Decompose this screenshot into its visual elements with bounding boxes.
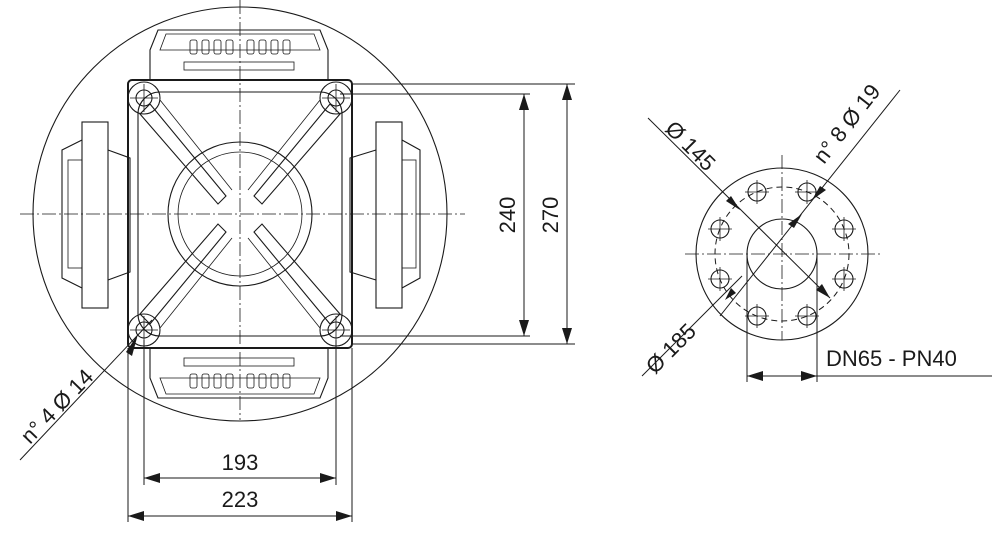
dim-label-223: 223 — [222, 487, 259, 512]
vertical-dimensions: 240 270 — [340, 83, 575, 345]
left-port — [61, 121, 131, 309]
dim-label-193: 193 — [222, 450, 259, 475]
corner-bolt-holes — [127, 81, 353, 347]
flange-bolt-holes — [708, 180, 856, 328]
leader-holes — [719, 89, 901, 317]
dim-label-270: 270 — [538, 197, 563, 234]
flange-standard-label: DN65 - PN40 — [826, 346, 957, 371]
leader-145 — [647, 117, 831, 299]
flange-diameter-label: Ø 185 — [641, 318, 701, 378]
central-circle — [167, 141, 313, 287]
diagonal-ribs — [139, 99, 341, 329]
hole-callout-label: n° 4 Ø 14 — [16, 364, 99, 448]
base-plate-inner — [137, 91, 343, 337]
bottom-grille — [149, 347, 329, 399]
central-inner-circle — [177, 151, 303, 277]
bolt-circle — [714, 186, 850, 322]
pump-top-view: 240 270 193 223 n° 4 Ø 14 — [16, 0, 575, 522]
base-plate — [127, 79, 353, 349]
flange-view: Ø 145 n° 8 Ø 19 Ø 185 DN65 - PN40 — [641, 79, 992, 382]
right-port — [349, 121, 421, 309]
dim-label-240: 240 — [495, 197, 520, 234]
bolt-circle-label: Ø 145 — [660, 116, 720, 176]
flange-outer-circle — [695, 167, 869, 341]
horizontal-dimensions: 193 223 — [127, 340, 353, 522]
leader-185 — [641, 275, 743, 377]
top-grille — [149, 29, 329, 81]
